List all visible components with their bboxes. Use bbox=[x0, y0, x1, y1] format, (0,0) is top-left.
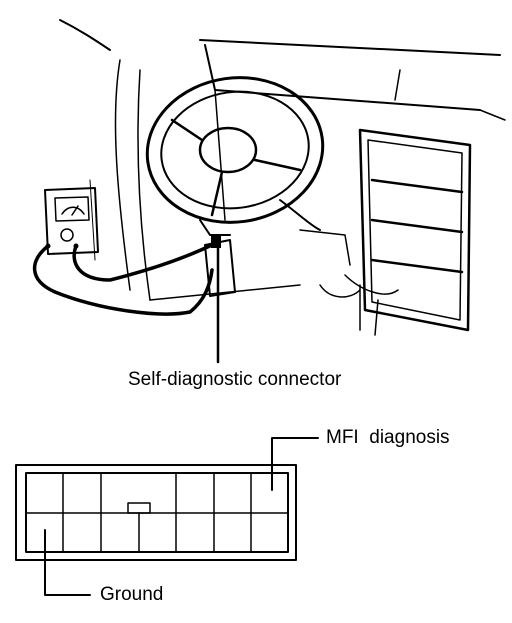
dashboard-outline bbox=[59, 19, 506, 301]
connector-probe bbox=[204, 236, 236, 297]
connector-diagram bbox=[15, 464, 297, 561]
multimeter-icon bbox=[44, 187, 99, 255]
steering-wheel-icon bbox=[145, 76, 325, 236]
leader-ground bbox=[44, 529, 91, 596]
connector-key-tab bbox=[127, 502, 151, 514]
self-diagnostic-connector-label: Self-diagnostic connector bbox=[128, 369, 342, 390]
air-vent-icon bbox=[319, 128, 472, 336]
test-leads bbox=[32, 242, 216, 316]
mfi-diagnosis-label: MFI diagnosis bbox=[326, 427, 450, 448]
ground-label: Ground bbox=[100, 584, 164, 605]
